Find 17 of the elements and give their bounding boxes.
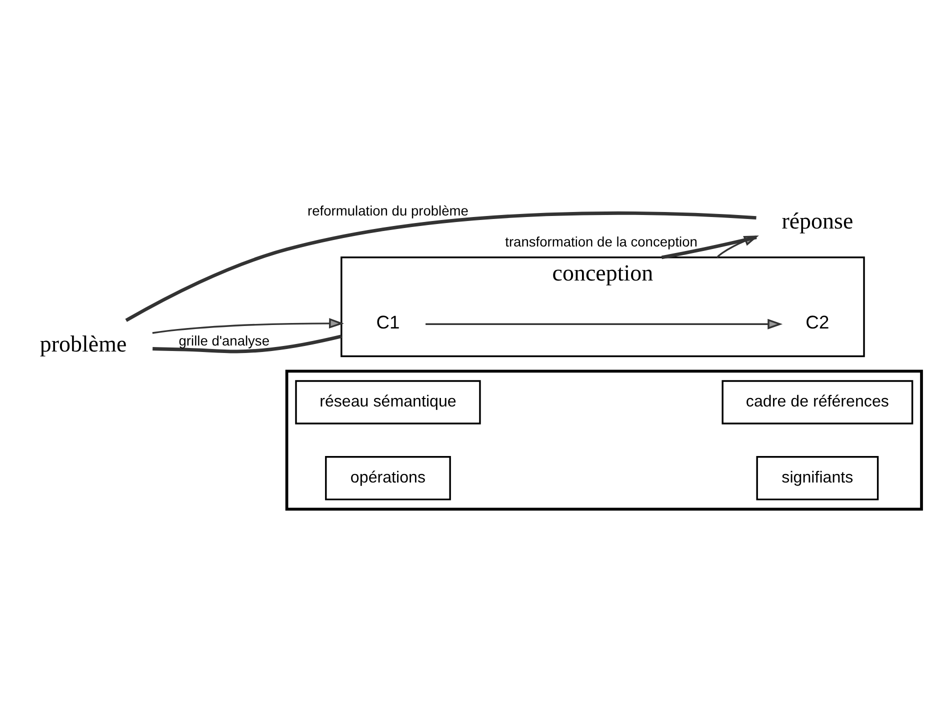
node-text: C2 — [805, 311, 829, 332]
connector — [124, 211, 756, 322]
edge-label: reformulation du problème — [307, 204, 468, 219]
node-text: réponse — [781, 208, 853, 234]
arrow — [425, 318, 782, 330]
node-box: opérations — [324, 456, 450, 500]
node-box: réseau sémantique — [294, 380, 480, 424]
cluster — [284, 370, 922, 511]
arrow — [152, 318, 344, 334]
node-text: C1 — [376, 311, 400, 332]
node-box: signifiants — [756, 456, 878, 500]
node-box: cadre de références — [721, 380, 913, 424]
edge-label: transformation de la conception — [504, 234, 697, 250]
edge-label: grille d'analyse — [178, 333, 270, 348]
connector — [152, 334, 342, 354]
node-text: problème — [39, 332, 126, 357]
connector — [660, 236, 756, 260]
